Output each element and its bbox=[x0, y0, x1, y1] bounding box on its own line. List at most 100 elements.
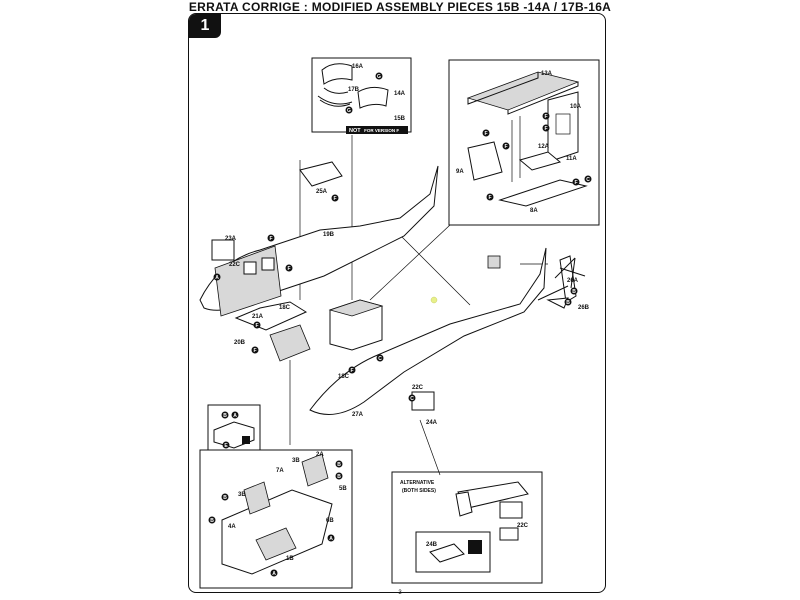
svg-text:B: B bbox=[210, 518, 214, 524]
callout-e-1 bbox=[222, 441, 230, 449]
svg-text:C: C bbox=[586, 177, 590, 183]
label-9a: 9A bbox=[456, 169, 464, 175]
label-25a: 25A bbox=[316, 189, 328, 195]
paint-icon bbox=[487, 255, 501, 269]
page-title: ERRATA CORRIGE : MODIFIED ASSEMBLY PIECE… bbox=[188, 0, 612, 14]
label-22c-alt: 22C bbox=[517, 523, 529, 529]
label-24b: 24B bbox=[426, 542, 438, 548]
glue-icon bbox=[468, 540, 482, 554]
inset-box-cockpit-seats: B A E B B B B A A 3B 2A 7A 5B 3B 4A 6B 1… bbox=[199, 404, 353, 589]
label-8a: 8A bbox=[530, 208, 538, 214]
label-6b: 6B bbox=[326, 518, 334, 524]
svg-text:G: G bbox=[347, 108, 351, 114]
svg-text:F: F bbox=[350, 368, 353, 374]
svg-text:A: A bbox=[233, 413, 237, 419]
step-number-badge: 1 bbox=[189, 14, 221, 38]
label-18c-mid: 18C bbox=[338, 374, 350, 380]
label-17b: 17B bbox=[348, 87, 360, 93]
callout-b-5 bbox=[208, 516, 216, 524]
label-22c-mid: 22C bbox=[412, 385, 424, 391]
callout-f-6 bbox=[486, 193, 494, 201]
svg-text:F: F bbox=[269, 236, 272, 242]
callout-a-4 bbox=[270, 569, 278, 577]
label-13a: 13A bbox=[541, 71, 553, 77]
label-18c: 18C bbox=[279, 305, 291, 311]
callout-f-9 bbox=[331, 194, 339, 202]
inset-box-canopy-pieces: G G 16A 17B 14A 15B NOT FOR VERSION F bbox=[311, 57, 412, 134]
label-4a: 4A bbox=[228, 524, 236, 530]
callout-c-2 bbox=[376, 354, 384, 362]
svg-text:C: C bbox=[378, 356, 382, 362]
callout-f-8 bbox=[285, 264, 293, 272]
cabin-box-part bbox=[328, 296, 438, 351]
svg-text:A: A bbox=[215, 275, 219, 281]
callout-c-3 bbox=[408, 394, 416, 402]
forward-fuselage-assembly: F A F F F F 25A 23A 22C 19B 18C 21A 20B bbox=[199, 161, 439, 362]
inset-box-cabin-interior: F F F F F C F 13A 10A 9A 8A 12A 11A bbox=[448, 59, 600, 226]
label-19b: 19B bbox=[323, 232, 335, 238]
callout-f-3 bbox=[542, 124, 550, 132]
svg-text:B: B bbox=[572, 289, 576, 295]
callout-f-5 bbox=[572, 178, 580, 186]
callout-b-1 bbox=[570, 287, 578, 295]
label-3b-a: 3B bbox=[238, 492, 246, 498]
label-14a: 14A bbox=[394, 91, 406, 97]
label-16a: 16A bbox=[352, 64, 364, 70]
label-5b: 5B bbox=[339, 486, 347, 492]
callout-f-2 bbox=[502, 142, 510, 150]
svg-text:B: B bbox=[337, 474, 341, 480]
leader-lines bbox=[289, 135, 548, 476]
label-11a: 11A bbox=[566, 156, 577, 162]
svg-text:F: F bbox=[333, 196, 336, 202]
not-for-version-banner bbox=[346, 126, 408, 134]
both-sides-label: (BOTH SIDES) bbox=[402, 488, 436, 494]
callout-f-11 bbox=[251, 346, 259, 354]
label-3b-b: 3B bbox=[292, 458, 300, 464]
svg-text:B: B bbox=[223, 413, 227, 419]
callout-b-4 bbox=[221, 493, 229, 501]
callout-f-1 bbox=[482, 129, 490, 137]
label-2a: 2A bbox=[316, 452, 324, 458]
callout-c-1 bbox=[584, 175, 592, 183]
callout-b-3 bbox=[221, 411, 229, 419]
svg-text:A: A bbox=[329, 536, 333, 542]
label-26a: 26A bbox=[567, 278, 579, 284]
callout-g-1 bbox=[375, 72, 383, 80]
label-24a: 24A bbox=[426, 420, 438, 426]
callout-b-7 bbox=[335, 472, 343, 480]
svg-text:B: B bbox=[566, 300, 570, 306]
svg-text:F: F bbox=[504, 144, 507, 150]
label-22c-top: 22C bbox=[229, 262, 241, 268]
svg-text:B: B bbox=[223, 495, 227, 501]
svg-text:F: F bbox=[253, 348, 256, 354]
svg-text:F: F bbox=[544, 126, 547, 132]
callout-g-2 bbox=[345, 106, 353, 114]
svg-text:F: F bbox=[544, 114, 547, 120]
svg-text:A: A bbox=[272, 571, 276, 577]
callout-f-7 bbox=[267, 234, 275, 242]
svg-text:G: G bbox=[377, 74, 381, 80]
label-10a: 10A bbox=[570, 104, 582, 110]
svg-text:F: F bbox=[484, 131, 487, 137]
callout-f-10 bbox=[253, 321, 261, 329]
step-frame bbox=[188, 13, 606, 593]
callout-f-12 bbox=[348, 366, 356, 374]
callout-a-1 bbox=[213, 273, 221, 281]
svg-text:F: F bbox=[287, 266, 290, 272]
svg-text:F: F bbox=[488, 195, 491, 201]
label-26b: 26B bbox=[578, 305, 590, 311]
label-20b: 20B bbox=[234, 340, 246, 346]
label-21a: 21A bbox=[252, 314, 264, 320]
svg-text:F: F bbox=[574, 180, 577, 186]
label-23a: 23A bbox=[225, 236, 237, 242]
label-12a: 12A bbox=[538, 144, 550, 150]
page-number: 3 bbox=[398, 590, 402, 596]
callout-f-4 bbox=[542, 112, 550, 120]
not-prefix: NOT bbox=[349, 128, 361, 134]
label-7a: 7A bbox=[276, 468, 284, 474]
callout-a-2 bbox=[231, 411, 239, 419]
svg-text:NOT FOR VERSION F: NOT FOR VERSION F bbox=[349, 128, 399, 134]
label-1b: 1B bbox=[286, 556, 294, 562]
